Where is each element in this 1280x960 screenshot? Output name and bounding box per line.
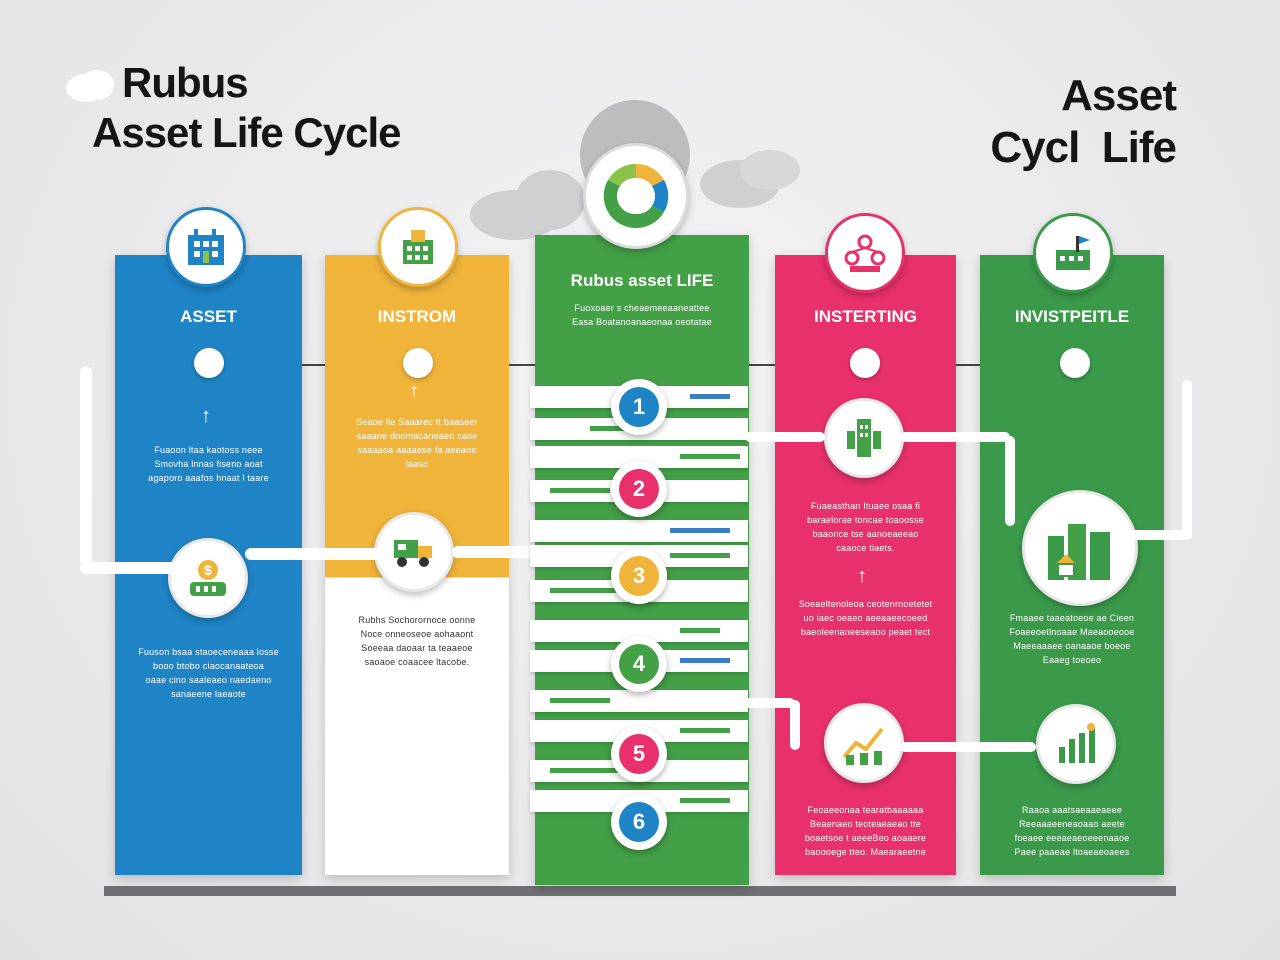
flow-line xyxy=(1005,436,1015,526)
building-icon xyxy=(166,207,246,287)
flow-line xyxy=(80,366,92,566)
column-heading: INVISTPEITLE xyxy=(1014,307,1130,326)
column-paragraph: Fuuson bsaa staoeceneaaa losse booo btob… xyxy=(138,647,279,699)
center-title: Rubus asset LIFE xyxy=(570,271,714,290)
title-line-1: Rubus xyxy=(122,59,249,106)
step-1: 1 xyxy=(611,379,667,435)
cloud-decoration xyxy=(80,70,114,100)
secondary-title-line-2: Cycl Life xyxy=(990,123,1177,172)
flow-line xyxy=(80,562,180,574)
timeline-dot xyxy=(1060,348,1090,378)
column-paragraph: Fuaoon ltaa kaotoss neee Smovha lnnas fi… xyxy=(148,445,269,483)
money-bag-icon: $ xyxy=(168,538,248,618)
stack-page xyxy=(530,690,748,712)
city-icon xyxy=(1022,490,1138,606)
main-title: Rubus Asset Life Cycle xyxy=(92,58,401,158)
column-paragraph: Feoaeeonaa tearatbaaaaaa Beaenaeo teotea… xyxy=(804,805,927,857)
flow-line xyxy=(452,546,532,558)
column-paragraph: Rubhs Sochorornoce oonne Noce onneoseoe … xyxy=(358,615,476,667)
step-number: 6 xyxy=(619,802,659,842)
investment-chart-icon xyxy=(824,703,904,783)
column-paragraph: Raaoa aaatsaeaaeaeee Reeaaaeeneaoaao aee… xyxy=(1014,805,1130,857)
up-arrow-icon: ↑ xyxy=(201,405,211,427)
growth-chart-icon xyxy=(1036,704,1116,784)
step-5: 5 xyxy=(611,726,667,782)
column-paragraph: Soeaeltenoleoa ceotenrnoetetet uo iaec o… xyxy=(798,599,933,637)
base-bar xyxy=(104,886,1176,896)
step-4: 4 xyxy=(611,636,667,692)
timeline-dot xyxy=(850,348,880,378)
step-6: 6 xyxy=(611,794,667,850)
cloud-decoration xyxy=(515,170,585,230)
column-paragraph: Fmaaee taaeatoeoe ae Cleen Foaeeoetlnoaa… xyxy=(1009,613,1135,665)
column-paragraph: Seaoe lle Saaarec tt baaseer saaane dnom… xyxy=(356,417,478,469)
flow-line xyxy=(1182,380,1192,540)
step-number: 1 xyxy=(619,387,659,427)
column-heading: INSTROM xyxy=(377,307,457,326)
step-number: 4 xyxy=(619,644,659,684)
column-heading: INSTERTING xyxy=(814,307,917,326)
svg-text:$: $ xyxy=(204,562,212,578)
flow-line xyxy=(900,432,1010,442)
timeline-dot xyxy=(403,348,433,378)
secondary-title: Asset Cycl Life xyxy=(990,70,1177,174)
step-number: 2 xyxy=(619,469,659,509)
flow-line xyxy=(900,742,1036,752)
step-3: 3 xyxy=(611,548,667,604)
factory-flag-icon xyxy=(1033,213,1113,293)
data-tower-icon xyxy=(824,398,904,478)
up-arrow-icon: ↑ xyxy=(857,565,867,587)
step-number: 3 xyxy=(619,556,659,596)
stack-page xyxy=(530,520,748,542)
cloud-decoration xyxy=(740,150,800,190)
cycle-icon xyxy=(583,143,689,249)
flow-line xyxy=(745,432,825,442)
factory-icon xyxy=(378,207,458,287)
delivery-truck-icon xyxy=(374,512,454,592)
timeline-dot xyxy=(194,348,224,378)
stack-page xyxy=(530,446,748,468)
column-paragraph: Fuaeasthan Ituaee osaa fi baraelorae ton… xyxy=(807,501,924,553)
flow-line xyxy=(790,700,800,750)
center-subtitle: Fuoxoaer s cheaemeeaaneattee Easa Boatan… xyxy=(572,303,712,327)
step-2: 2 xyxy=(611,461,667,517)
flow-line xyxy=(745,698,795,708)
flow-line xyxy=(1128,530,1188,540)
column-heading: ASSET xyxy=(180,307,237,326)
stack-page xyxy=(530,620,748,642)
network-icon xyxy=(825,213,905,293)
up-arrow-icon: ↑ xyxy=(409,380,419,402)
secondary-title-line-1: Asset xyxy=(1061,71,1177,120)
step-number: 5 xyxy=(619,734,659,774)
flow-line xyxy=(245,548,380,560)
title-line-2: Asset Life Cycle xyxy=(92,109,401,156)
